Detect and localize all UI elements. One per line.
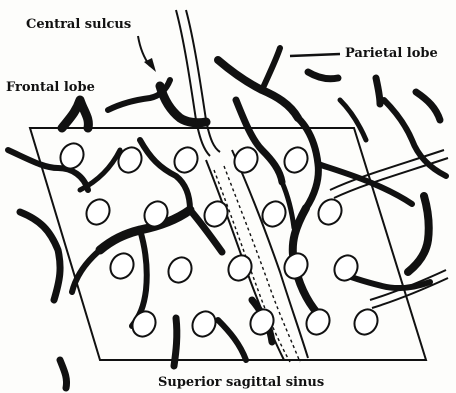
frontal-lobe-label: Frontal lobe — [6, 81, 95, 94]
vessel — [218, 320, 246, 360]
label-pointers — [138, 36, 340, 72]
electrode — [82, 195, 114, 229]
vessel — [80, 150, 120, 190]
central-sulcus-label: Central sulcus — [26, 18, 131, 31]
electrode — [106, 249, 138, 283]
vessel — [308, 72, 338, 79]
vessel — [416, 92, 440, 120]
vessel — [174, 318, 177, 366]
vessel — [20, 212, 60, 300]
electrode — [188, 307, 220, 341]
electrode — [164, 253, 196, 287]
vessel — [318, 164, 412, 204]
parietal-lobe-label: Parietal lobe — [345, 47, 438, 60]
parietal-lobe-leader — [290, 54, 340, 56]
electrode — [302, 305, 334, 339]
vessel — [60, 360, 67, 388]
vessel — [160, 86, 206, 123]
electrode — [224, 251, 256, 285]
vessel — [376, 78, 380, 104]
electrode — [350, 305, 382, 339]
electrode — [128, 307, 160, 341]
vessel — [340, 100, 366, 140]
electrode — [314, 195, 346, 229]
electrode — [280, 143, 312, 177]
electrode — [280, 249, 312, 283]
electrode — [170, 143, 202, 177]
superior-sagittal-sinus-label: Superior sagittal sinus — [158, 376, 324, 389]
vessel — [72, 250, 100, 292]
vessel — [262, 48, 280, 90]
vessel — [62, 100, 88, 128]
catheter-tube — [176, 10, 220, 156]
vessel — [408, 196, 429, 272]
vessel — [218, 60, 298, 118]
